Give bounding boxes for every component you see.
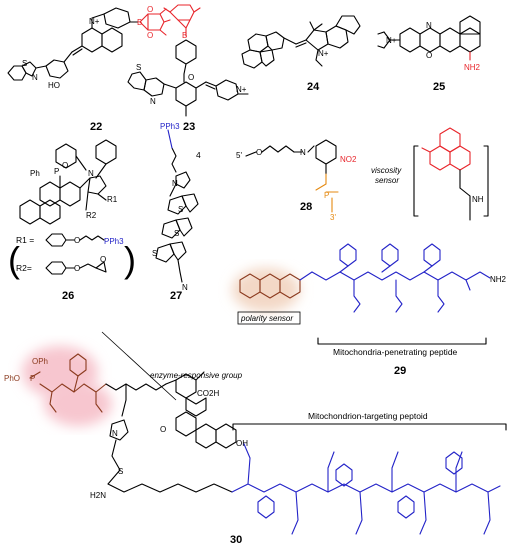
atom-oh: OH: [236, 439, 248, 448]
atom-n: N: [150, 97, 156, 106]
atom-s: S: [174, 229, 179, 238]
compound-27: PPh3 4 N S S S N 27: [152, 122, 201, 302]
atom-s: S: [118, 467, 123, 476]
viscosity-sensor-label: viscosity: [371, 166, 402, 175]
atom-s: S: [178, 205, 183, 214]
compound-23: B O S N N+ 23: [127, 4, 249, 133]
atom-o: O: [74, 264, 80, 273]
r-defs-close-paren: ): [124, 239, 136, 280]
polarity-sensor-label: polarity sensor: [240, 314, 293, 323]
atom-ph: Ph: [30, 169, 40, 178]
atom-p: P: [30, 374, 35, 383]
atom-o: O: [256, 148, 262, 157]
atom-nplus: N+: [318, 49, 329, 58]
atom-o: O: [426, 51, 432, 60]
atom-n: N: [300, 148, 306, 157]
atom-n: N: [112, 429, 118, 438]
compound-label-24: 24: [307, 81, 320, 93]
atom-p: P: [324, 191, 329, 200]
compound-label-27: 27: [170, 290, 182, 302]
compound-label-22: 22: [90, 121, 102, 133]
r2-definition-label: R2=: [16, 263, 32, 273]
linker-count-label: 4: [196, 150, 201, 160]
atom-o: O: [147, 31, 153, 40]
compound-29: viscosity sensor NH: [232, 127, 507, 377]
atom-o: O: [160, 425, 166, 434]
atom-o: O: [62, 161, 68, 170]
atom-pho: PhO: [4, 374, 20, 383]
atom-nplus: N+: [89, 17, 100, 26]
atom-s: S: [136, 63, 141, 72]
atom-n: N: [426, 21, 432, 30]
atom-nh: NH: [472, 195, 484, 204]
compound-26: P O Ph N R1 R2 ( ) R1 = R2= O O PPh3 O 2…: [8, 139, 136, 302]
atom-b: B: [137, 18, 142, 27]
atom-pph3: PPh3: [104, 237, 124, 246]
atom-o: O: [74, 236, 80, 245]
atom-b: B: [182, 31, 187, 40]
atom-n: N: [88, 169, 94, 178]
atom-s: S: [152, 249, 157, 258]
r-defs-open-paren: (: [8, 239, 20, 280]
compound-label-30: 30: [230, 534, 242, 546]
atom-p: P: [54, 167, 59, 176]
atom-o: O: [147, 5, 153, 14]
atom-h2n: H2N: [90, 491, 106, 500]
atom-5-prime: 5': [236, 151, 242, 160]
compound-label-26: 26: [62, 290, 74, 302]
atom-3-prime: 3': [330, 213, 336, 222]
atom-r2: R2: [86, 211, 97, 220]
mito-peptoid-label: Mitochondrion-targeting peptoid: [308, 411, 428, 421]
atom-oph: OPh: [32, 357, 48, 366]
compound-label-23: 23: [183, 121, 195, 133]
atom-o: O: [188, 73, 194, 82]
compound-30: enzyme-responsive group PhO P OPh CO2H: [4, 331, 507, 546]
viscosity-sensor-label-2: sensor: [375, 176, 399, 185]
compound-label-28: 28: [300, 201, 312, 213]
atom-nplus: N+: [236, 85, 247, 94]
compound-22: S N HO N+ B O O 22: [7, 5, 171, 133]
compound-label-25: 25: [433, 81, 445, 93]
atom-pph3: PPh3: [160, 122, 180, 131]
atom-cn: N: [182, 283, 188, 292]
compound-label-29: 29: [394, 365, 406, 377]
atom-n: N: [172, 179, 178, 188]
compound-24: N+ 24: [241, 15, 361, 93]
compound-25: N+ O N NH2 25: [377, 15, 481, 93]
atom-nh2: NH2: [490, 275, 507, 284]
atom-o: O: [100, 255, 106, 264]
enzyme-group-label: enzyme-responsive group: [150, 371, 243, 380]
atom-n: N: [32, 73, 38, 82]
atom-ho: HO: [48, 81, 60, 90]
r1-definition-label: R1 =: [16, 235, 34, 245]
mito-peptide-label: Mitochondria-penetrating peptide: [333, 347, 458, 357]
atom-co2h: CO2H: [197, 389, 219, 398]
compound-28: 5' O N NO2 P 3' 28: [236, 139, 357, 222]
atom-nplus: N+: [386, 36, 397, 45]
atom-no2: NO2: [340, 155, 357, 164]
atom-nh2: NH2: [464, 63, 481, 72]
atom-r1: R1: [107, 195, 118, 204]
atom-s: S: [22, 59, 27, 68]
